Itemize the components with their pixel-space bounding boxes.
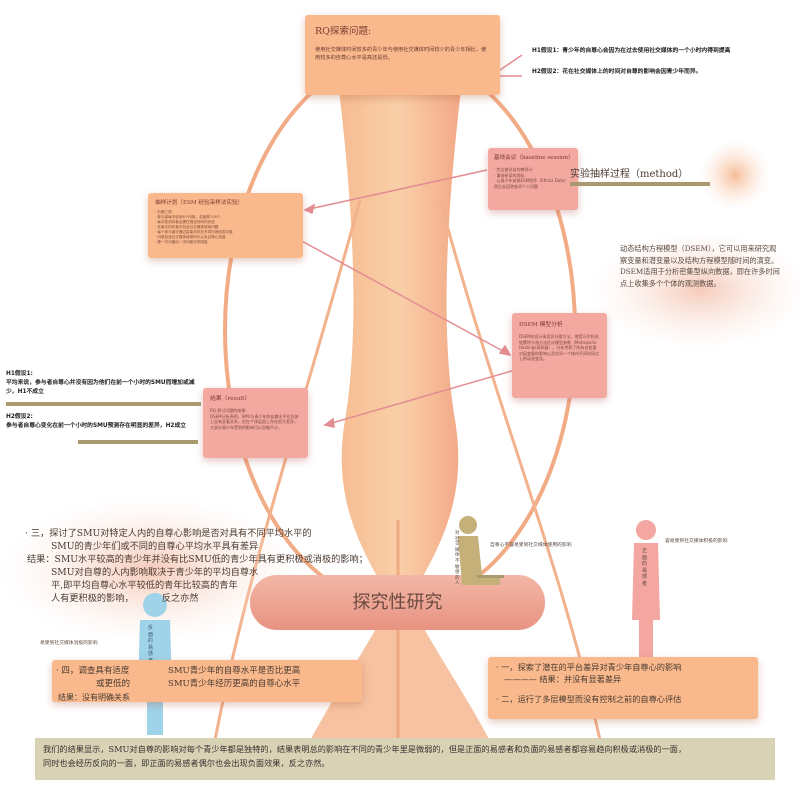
h2-result-title: H2假设2: xyxy=(6,414,33,420)
esm-line: · 每个参与者可通过智能手机在不同时间回答问卷 xyxy=(155,230,233,234)
esm-line: · 在每天的问卷中包含社交媒体使用问题 xyxy=(155,225,219,229)
four-result: 结果：没有明确关系 xyxy=(58,693,130,702)
dsem-description: 动态结构方程模型（DSEM），它可以用来研究观察变量和潜变量以及结构方程模型随时… xyxy=(620,244,780,288)
baseline-line: · 让青少年安装ESM程序（Ethica Data） xyxy=(494,178,569,184)
bottom-line: 同时也会经历反向的一面，即正面的易感者偶尔也会出现负面效果，反之亦然。 xyxy=(43,758,330,768)
baseline-line: 然后去回答各项个人问题 xyxy=(494,183,538,189)
sitting-figure-label: 自尊心不容易受到社交媒体使用的影响 xyxy=(490,543,572,548)
baseline-box: 基线会议（baseline session） · 完全被试自的教师计 · 事前研… xyxy=(488,148,578,210)
result-line: 大部分青少年受到的影响可以忽略不计。 xyxy=(210,424,282,430)
four-line: SMU青少年的自尊水平是否比更高 xyxy=(168,666,301,676)
right-findings-box: · 一，探索了潜在的平台差异对青少年自尊心的影响 ———— 结果：并没有显著差异… xyxy=(488,657,758,719)
sitting-person-figure xyxy=(458,516,500,585)
esm-line: · 问卷包含社交媒体使用时长以及自尊心测量 xyxy=(155,235,226,239)
rq-box: RQ探索问题: 使用社交媒体时间较多的青少年与使用社交媒体时间较少的青少年相比，… xyxy=(305,15,500,95)
h1-result-title: H1假设1: xyxy=(6,371,33,377)
result-title: 结果（result） xyxy=(210,396,251,402)
h2-result: H2假设2: 参与者自尊心变化在前一个小时的SMU预测存在明显的差异，H2成立 xyxy=(6,413,206,431)
bottom-line: 我们的结果显示，SMU对自尊的影响对每个青少年都是独特的，结果表明总的影响在不同… xyxy=(43,744,687,754)
right-line: · 二，运行了多层模型而没有控制之前的自尊心评估 xyxy=(496,694,682,704)
left-line: 结果：SMU水平较高的青少年并没有比SMU低的青少年具有更积极或消极的影响； xyxy=(27,554,368,565)
esm-line: · 每次收到问卷后需在规定时间内完成 xyxy=(155,220,215,224)
h2-result-text: 参与者自尊心变化在前一个小时的SMU预测存在明显的差异，H2成立 xyxy=(6,423,187,429)
dsem-box: DSEM 模型分析 DSEM的设计采用贝叶斯方法，使用马尔科夫链蒙特卡洛方法估计… xyxy=(512,313,607,398)
right-line: ———— 结果：并没有显著差异 xyxy=(504,674,622,684)
result-line: RQ 探讨问题的结果: xyxy=(210,408,247,413)
trunk-root xyxy=(300,600,500,760)
blob-right xyxy=(590,230,800,350)
left-line: 人有更积极的影响， xyxy=(51,593,134,604)
trunk-shape xyxy=(330,20,470,610)
blob-top-right xyxy=(700,140,770,210)
dsem-text: DSEM的设计采用贝叶斯方法，使用马尔科夫链蒙特卡洛方法估计模型参数（Metro… xyxy=(519,334,599,362)
blue-figure-label: 易受到社交媒体消极的影响 xyxy=(40,641,98,646)
left-line: SMU的青少年们或不同的自尊心平均水平具有差异 xyxy=(51,541,259,552)
standing-figure-label: 容易受到社交媒体积极的影响 xyxy=(665,539,728,544)
baseline-title: 基线会议（baseline session） xyxy=(494,155,574,161)
result-line: DSEM分析表明，SMU与青少年的自尊水平在总体上没有显著关系，但在个体层面上存… xyxy=(210,413,299,425)
hypothesis-1: H1假设1：青少年的自尊心会因为在过去使用社交媒体的一个小时内得到提高 xyxy=(532,48,731,54)
h1-result-text: 平均来说，参与者自尊心并没有因为他们在前一个小时的SMU而增加或减少，H1不成立 xyxy=(6,380,195,395)
baseline-line: · 完全被试自的教师计 xyxy=(494,167,533,172)
four-line: · 四，调查具有适度 xyxy=(56,666,130,676)
center-title: 探究性研究 xyxy=(352,592,443,613)
four-box xyxy=(52,660,362,702)
center-capsule xyxy=(250,575,545,630)
esm-line: · 参与者每天收到6个问卷，总接受126个 xyxy=(155,215,221,219)
result-box: 结果（result） RQ 探讨问题的结果: DSEM分析表明，SMU与青少年的… xyxy=(203,388,308,458)
pink-person-figure xyxy=(632,520,660,665)
left-line: · 三，探讨了SMU对特定人内的自尊心影响是否对具有不同平均水平的 xyxy=(25,528,312,539)
blue-figure-vertical: 反面的易感者 xyxy=(148,625,154,664)
hypothesis-2: H2假设2：花在社交媒体上的时间对自尊的影响会因青少年而异。 xyxy=(532,69,702,75)
right-line: · 一，探索了潜在的平台差异对青少年自尊心的影响 xyxy=(496,662,682,672)
h1-result: H1假设1: 平均来说，参与者自尊心并没有因为他们在前一个小时的SMU而增加或减… xyxy=(6,370,196,397)
esm-line: · 为期三周 xyxy=(155,210,172,214)
left-findings-block: · 三，探讨了SMU对特定人内的自尊心影响是否对具有不同平均水平的 SMU的青少… xyxy=(25,527,385,605)
esm-box: 抽样计划（ESM 经验采样法实验） · 为期三周 · 参与者每天收到6个问卷，总… xyxy=(148,193,303,258)
rq-text: 使用社交媒体时间较多的青少年与使用社交媒体时间较少的青少年相比，使用较多的自尊心… xyxy=(315,47,487,61)
blob-left xyxy=(0,495,300,645)
four-line: 或更低的 xyxy=(96,679,131,689)
esm-line: · 第一次与最后一次问卷分别测量 xyxy=(155,240,208,244)
standing-figure-vertical: 正面的易感者 xyxy=(642,548,648,587)
bottom-summary: 我们的结果显示，SMU对自尊的影响对每个青少年都是独特的，结果表明总的影响在不同… xyxy=(35,738,775,780)
sitting-figure-vertical: 对社交媒体不敏感的人 xyxy=(455,531,460,587)
left-line: 平,即平均自尊心水平较低的青年比较高的青年 xyxy=(51,580,238,591)
dsem-title: DSEM 模型分析 xyxy=(519,322,563,328)
rq-title: RQ探索问题: xyxy=(315,26,372,37)
left-line: 反之亦然 xyxy=(161,593,199,604)
esm-title: 抽样计划（ESM 经验采样法实验） xyxy=(155,200,244,206)
four-line: SMU青少年经历更高的自尊心水平 xyxy=(168,679,301,689)
method-label: 实验抽样过程（method） xyxy=(570,169,689,180)
baseline-line: · 事前研读的资料 xyxy=(494,172,525,178)
left-line: SMU对自尊的人内影响取决于青少年的平均自尊水 xyxy=(51,567,259,578)
